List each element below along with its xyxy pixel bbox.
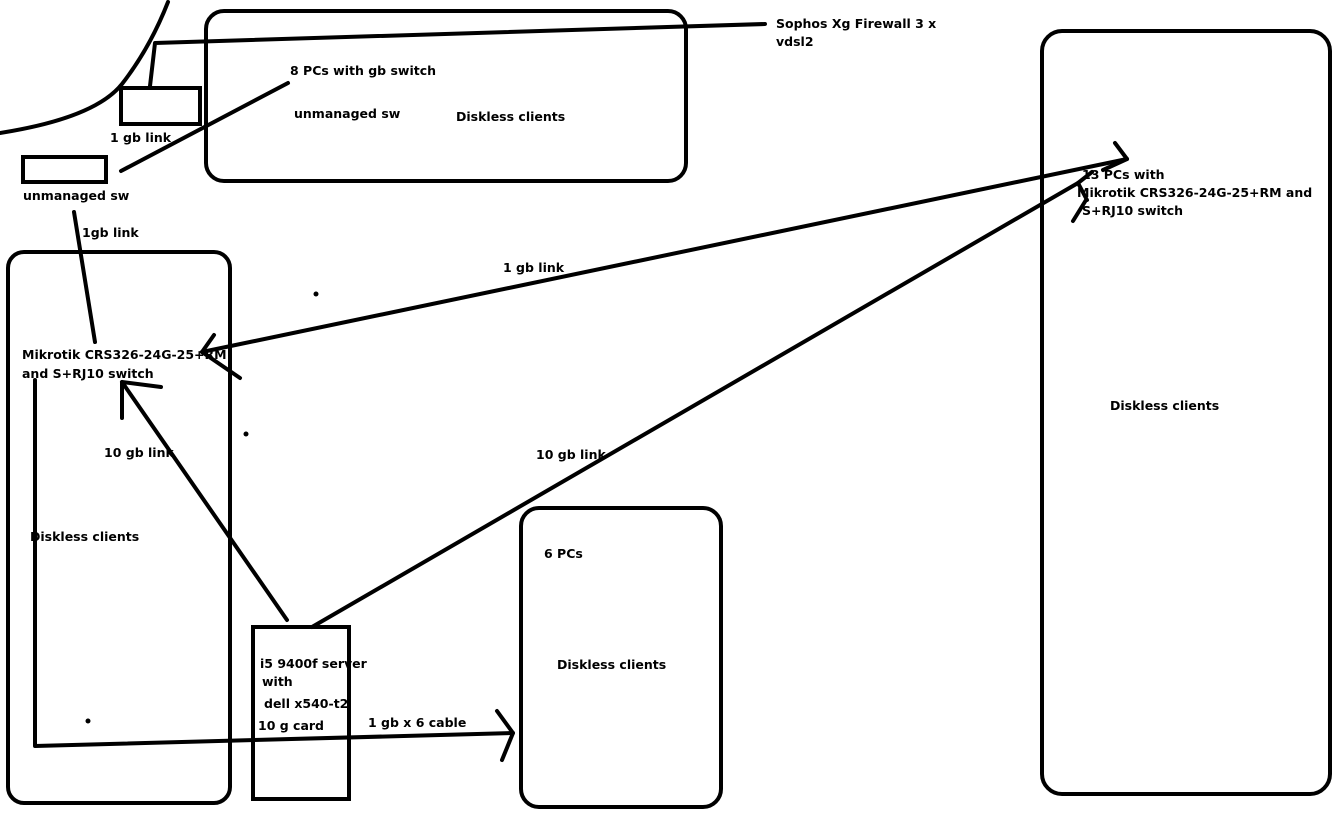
left-switch-label-line1: Mikrotik CRS326-24G-25+RM <box>22 347 227 362</box>
top-switch-diagonal-link <box>119 81 290 173</box>
left-unmanaged-to-mikrotik-link <box>72 210 97 344</box>
right-mikrotik-arrowhead-b <box>1076 170 1094 202</box>
left-link-label: 1gb link <box>82 225 139 240</box>
left-diskless-label: Diskless clients <box>30 529 139 544</box>
firewall-label-line2: vdsl2 <box>776 34 814 49</box>
bottom-diskless-label: Diskless clients <box>557 657 666 672</box>
internet-boundary-curve <box>0 0 170 135</box>
left-diskless-group-box <box>6 250 232 805</box>
server-to-left-switch-link <box>120 380 289 622</box>
top-link-label: 1 gb link <box>110 130 172 145</box>
server-label-line2: with <box>262 674 293 689</box>
right-pcs-label-line1: 13 PCs with <box>1082 167 1165 182</box>
right-pcs-label-line2: Mikrotik CRS326-24G-25+RM and <box>1077 185 1312 200</box>
stray-dot-3 <box>85 718 91 724</box>
right-pcs-label-line3: S+RJ10 switch <box>1082 203 1183 218</box>
right-mikrotik-arrowhead-a <box>1101 141 1129 172</box>
left-switch-arrowhead <box>120 380 163 420</box>
mikrotik-to-mikrotik-link <box>200 157 1129 354</box>
firewall-label-line1: Sophos Xg Firewall 3 x <box>776 16 936 31</box>
bottom-diskless-group-box <box>519 506 723 809</box>
bottom-pcs-label: 6 PCs <box>544 546 583 561</box>
left-unmanaged-sw-label: unmanaged sw <box>23 188 130 203</box>
cable-arrowhead <box>495 709 515 762</box>
stray-dot-1 <box>313 291 319 297</box>
server-label-line1: i5 9400f server <box>260 656 368 671</box>
right-diskless-label: Diskless clients <box>1110 398 1219 413</box>
stray-dot-2 <box>243 431 249 437</box>
server-label-line3: dell x540-t2 <box>264 696 348 711</box>
cable-label: 1 gb x 6 cable <box>368 715 466 730</box>
top-unmanaged-switch-box <box>119 86 202 126</box>
right-mikrotik-arrow-tail <box>1071 198 1088 223</box>
top-pcs-label: 8 PCs with gb switch <box>290 63 436 78</box>
server-box <box>251 625 351 801</box>
diskless-cable-line <box>33 378 515 748</box>
top-unmanaged-sw-label: unmanaged sw <box>294 106 401 121</box>
server-label-line4: 10 g card <box>258 718 324 733</box>
left-mikrotik-arrowhead <box>200 333 242 380</box>
left-unmanaged-switch-box <box>21 155 108 184</box>
firewall-uplink-line <box>148 22 767 88</box>
right-diskless-group-box <box>1040 29 1332 796</box>
top-diskless-label: Diskless clients <box>456 109 565 124</box>
left-10gb-link-label: 10 gb link <box>104 445 174 460</box>
server-to-right-switch-link <box>310 181 1080 629</box>
middle-link-label: 1 gb link <box>503 260 565 275</box>
right-10gb-link-label: 10 gb link <box>536 447 606 462</box>
left-switch-label-line2: and S+RJ10 switch <box>22 366 154 381</box>
top-diskless-group-box <box>204 9 688 183</box>
